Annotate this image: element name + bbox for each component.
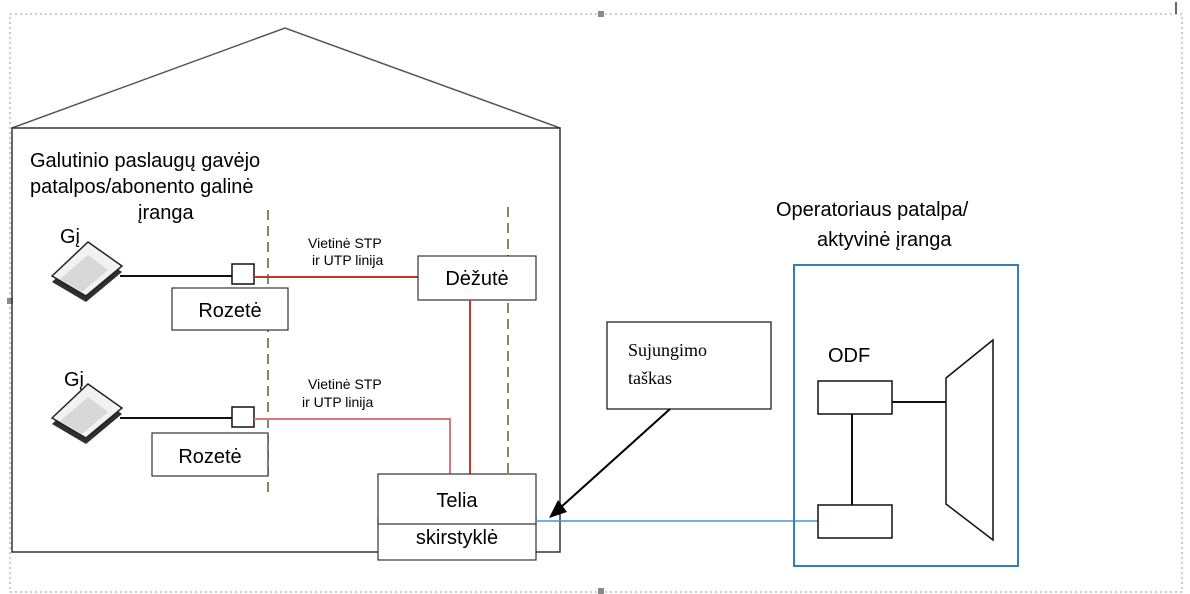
odf-top-box — [817, 380, 893, 415]
building-label-line-1: Galutinio paslaugų gavėjo — [30, 150, 260, 172]
callout-box — [606, 321, 772, 410]
router-icon-1 — [50, 241, 124, 302]
pink-line-2 — [254, 418, 451, 474]
panel-label-top: Telia — [436, 490, 478, 512]
operator-label-line-2: aktyvinė įranga — [817, 229, 952, 251]
box — [417, 255, 537, 301]
odf-label: ODF — [828, 345, 870, 367]
line-1-label-line-2: ir UTP linija — [312, 252, 384, 268]
panel-bottom-box — [377, 517, 537, 561]
panel-top-box — [377, 473, 537, 525]
socket-2 — [231, 406, 255, 428]
rosette-2-box — [151, 432, 269, 477]
building-label: Galutinio paslaugų gavėjo patalpos/abone… — [30, 150, 266, 224]
operator-room — [793, 264, 1019, 567]
line-2-label: Vietinė STP ir UTP linija — [302, 376, 385, 410]
rosette-1-box — [171, 287, 289, 331]
selection-frame — [7, 2, 1183, 594]
line-1-label: Vietinė STP ir UTP linija — [308, 235, 385, 268]
callout-arrow — [549, 408, 671, 518]
building-label-line-3: įranga — [138, 202, 194, 224]
building-outline — [11, 27, 561, 553]
callout-label-line-1: Sujungimo — [628, 340, 707, 360]
operator-label: Operatoriaus patalpa/ aktyvinė įranga — [776, 199, 974, 251]
rosette-2-label: Rozetė — [178, 446, 241, 468]
router-icon-2 — [50, 383, 124, 444]
device-2-label: Gį — [64, 369, 84, 391]
device-1-label: Gį — [60, 226, 80, 248]
odf-bottom-box — [817, 504, 893, 539]
panel-label-bottom: skirstyklė — [416, 527, 498, 549]
building-label-line-2: patalpos/abonento galinė — [30, 176, 254, 198]
socket-1 — [231, 263, 255, 285]
equipment-shape — [945, 338, 994, 542]
line-1-label-line-1: Vietinė STP — [308, 235, 381, 251]
rosette-1-label: Rozetė — [198, 300, 261, 322]
operator-label-line-1: Operatoriaus patalpa/ — [776, 199, 969, 221]
callout-label-line-2: taškas — [628, 368, 672, 388]
line-2-label-line-2: ir UTP linija — [302, 394, 374, 410]
callout-label: Sujungimo taškas — [628, 340, 712, 388]
line-2-label-line-1: Vietinė STP — [308, 376, 381, 392]
box-label: Dėžutė — [445, 268, 508, 290]
